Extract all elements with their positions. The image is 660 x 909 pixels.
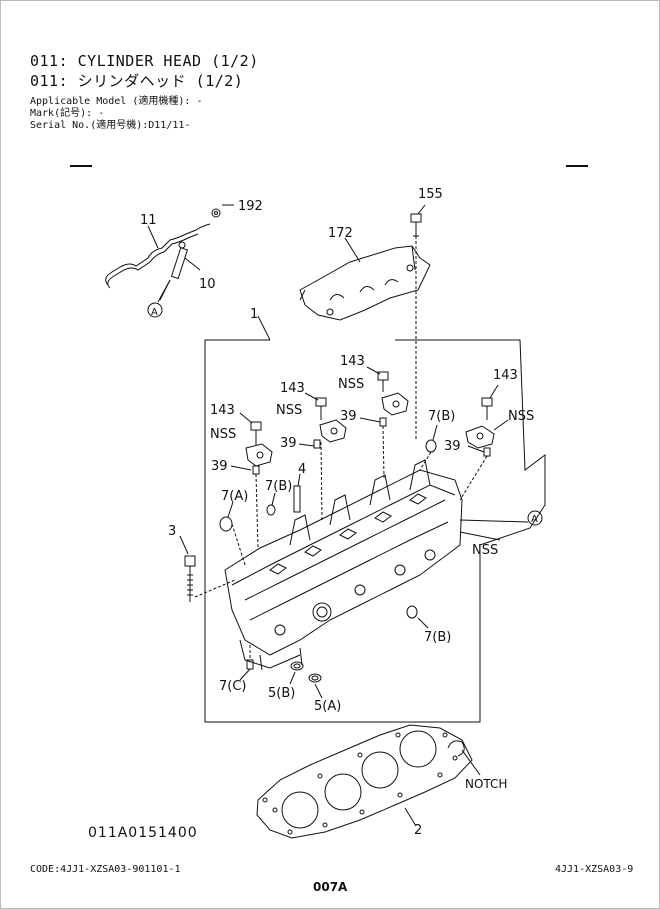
callout-2: 2 <box>414 823 422 838</box>
callout-155: 155 <box>418 187 443 202</box>
bracket-upper <box>377 371 409 427</box>
callout-143-left: 143 <box>210 403 235 418</box>
footer-code-right: 4JJ1-XZSA03-9 <box>555 864 634 875</box>
notch-label: NOTCH <box>465 777 507 791</box>
callout-143-upper: 143 <box>340 354 365 369</box>
callout-7b-lower: 7(B) <box>424 630 451 645</box>
ref-circle-a-top <box>147 302 163 318</box>
ref-circle-a-right <box>527 510 543 526</box>
nss-mid: NSS <box>276 403 302 418</box>
callout-11: 11 <box>140 213 157 228</box>
seal-5b <box>290 661 304 671</box>
plug-7a <box>219 516 233 532</box>
right-dash-mark <box>566 165 588 167</box>
serial-number: Serial No.(適用号機):D11/11- <box>30 120 191 131</box>
callout-39-mid: 39 <box>280 436 297 451</box>
mark-line: Mark(記号): - <box>30 108 105 119</box>
callout-172: 172 <box>328 226 353 241</box>
page-title-en: 011: CYLINDER HEAD (1/2) <box>30 52 259 70</box>
nss-upper: NSS <box>338 377 364 392</box>
bolt-3 <box>184 555 196 602</box>
head-gasket <box>256 724 473 839</box>
page-title-jp: 011: シリンダヘッド (1/2) <box>30 72 244 90</box>
callout-39-upper: 39 <box>340 409 357 424</box>
callout-143-mid: 143 <box>280 381 305 396</box>
callout-7a: 7(A) <box>221 489 248 504</box>
nss-lower: NSS <box>472 543 498 558</box>
ref-a-right: A <box>531 514 538 525</box>
callout-7c: 7(C) <box>219 679 247 694</box>
callout-7b-upper: 7(B) <box>428 409 455 424</box>
callout-143-right: 143 <box>493 368 518 383</box>
plug-7b-lower <box>406 605 418 619</box>
left-dash-mark <box>70 165 92 167</box>
callout-1: 1 <box>250 307 258 322</box>
seal-5a <box>308 673 322 683</box>
assembly-frame <box>204 339 546 723</box>
callout-4: 4 <box>298 462 306 477</box>
nss-left: NSS <box>210 427 236 442</box>
cylinder-head-block <box>224 459 463 671</box>
head-cover <box>299 245 431 321</box>
glow-plug-wire <box>105 208 221 289</box>
drawing-number: 011A0151400 <box>88 825 198 841</box>
ref-a-top: A <box>151 307 158 318</box>
plug-7b-upper <box>425 439 437 453</box>
footer-code-left: CODE:4JJ1-XZSA03-901101-1 <box>30 864 181 875</box>
callout-5a: 5(A) <box>314 699 341 714</box>
callout-192: 192 <box>238 199 263 214</box>
page-number: 007A <box>313 880 348 894</box>
callout-7b-left: 7(B) <box>265 479 292 494</box>
callout-10: 10 <box>199 277 216 292</box>
bracket-mid <box>313 397 347 449</box>
applicable-model: Applicable Model (適用機種): - <box>30 96 203 107</box>
nss-right: NSS <box>508 409 534 424</box>
callout-5b: 5(B) <box>268 686 295 701</box>
bolt-155 <box>410 213 422 237</box>
callout-39-left: 39 <box>211 459 228 474</box>
callout-3: 3 <box>168 524 176 539</box>
plug-7b-left <box>266 504 276 516</box>
bracket-left <box>245 421 273 475</box>
callout-39-right: 39 <box>444 439 461 454</box>
dowel-4 <box>293 485 301 513</box>
